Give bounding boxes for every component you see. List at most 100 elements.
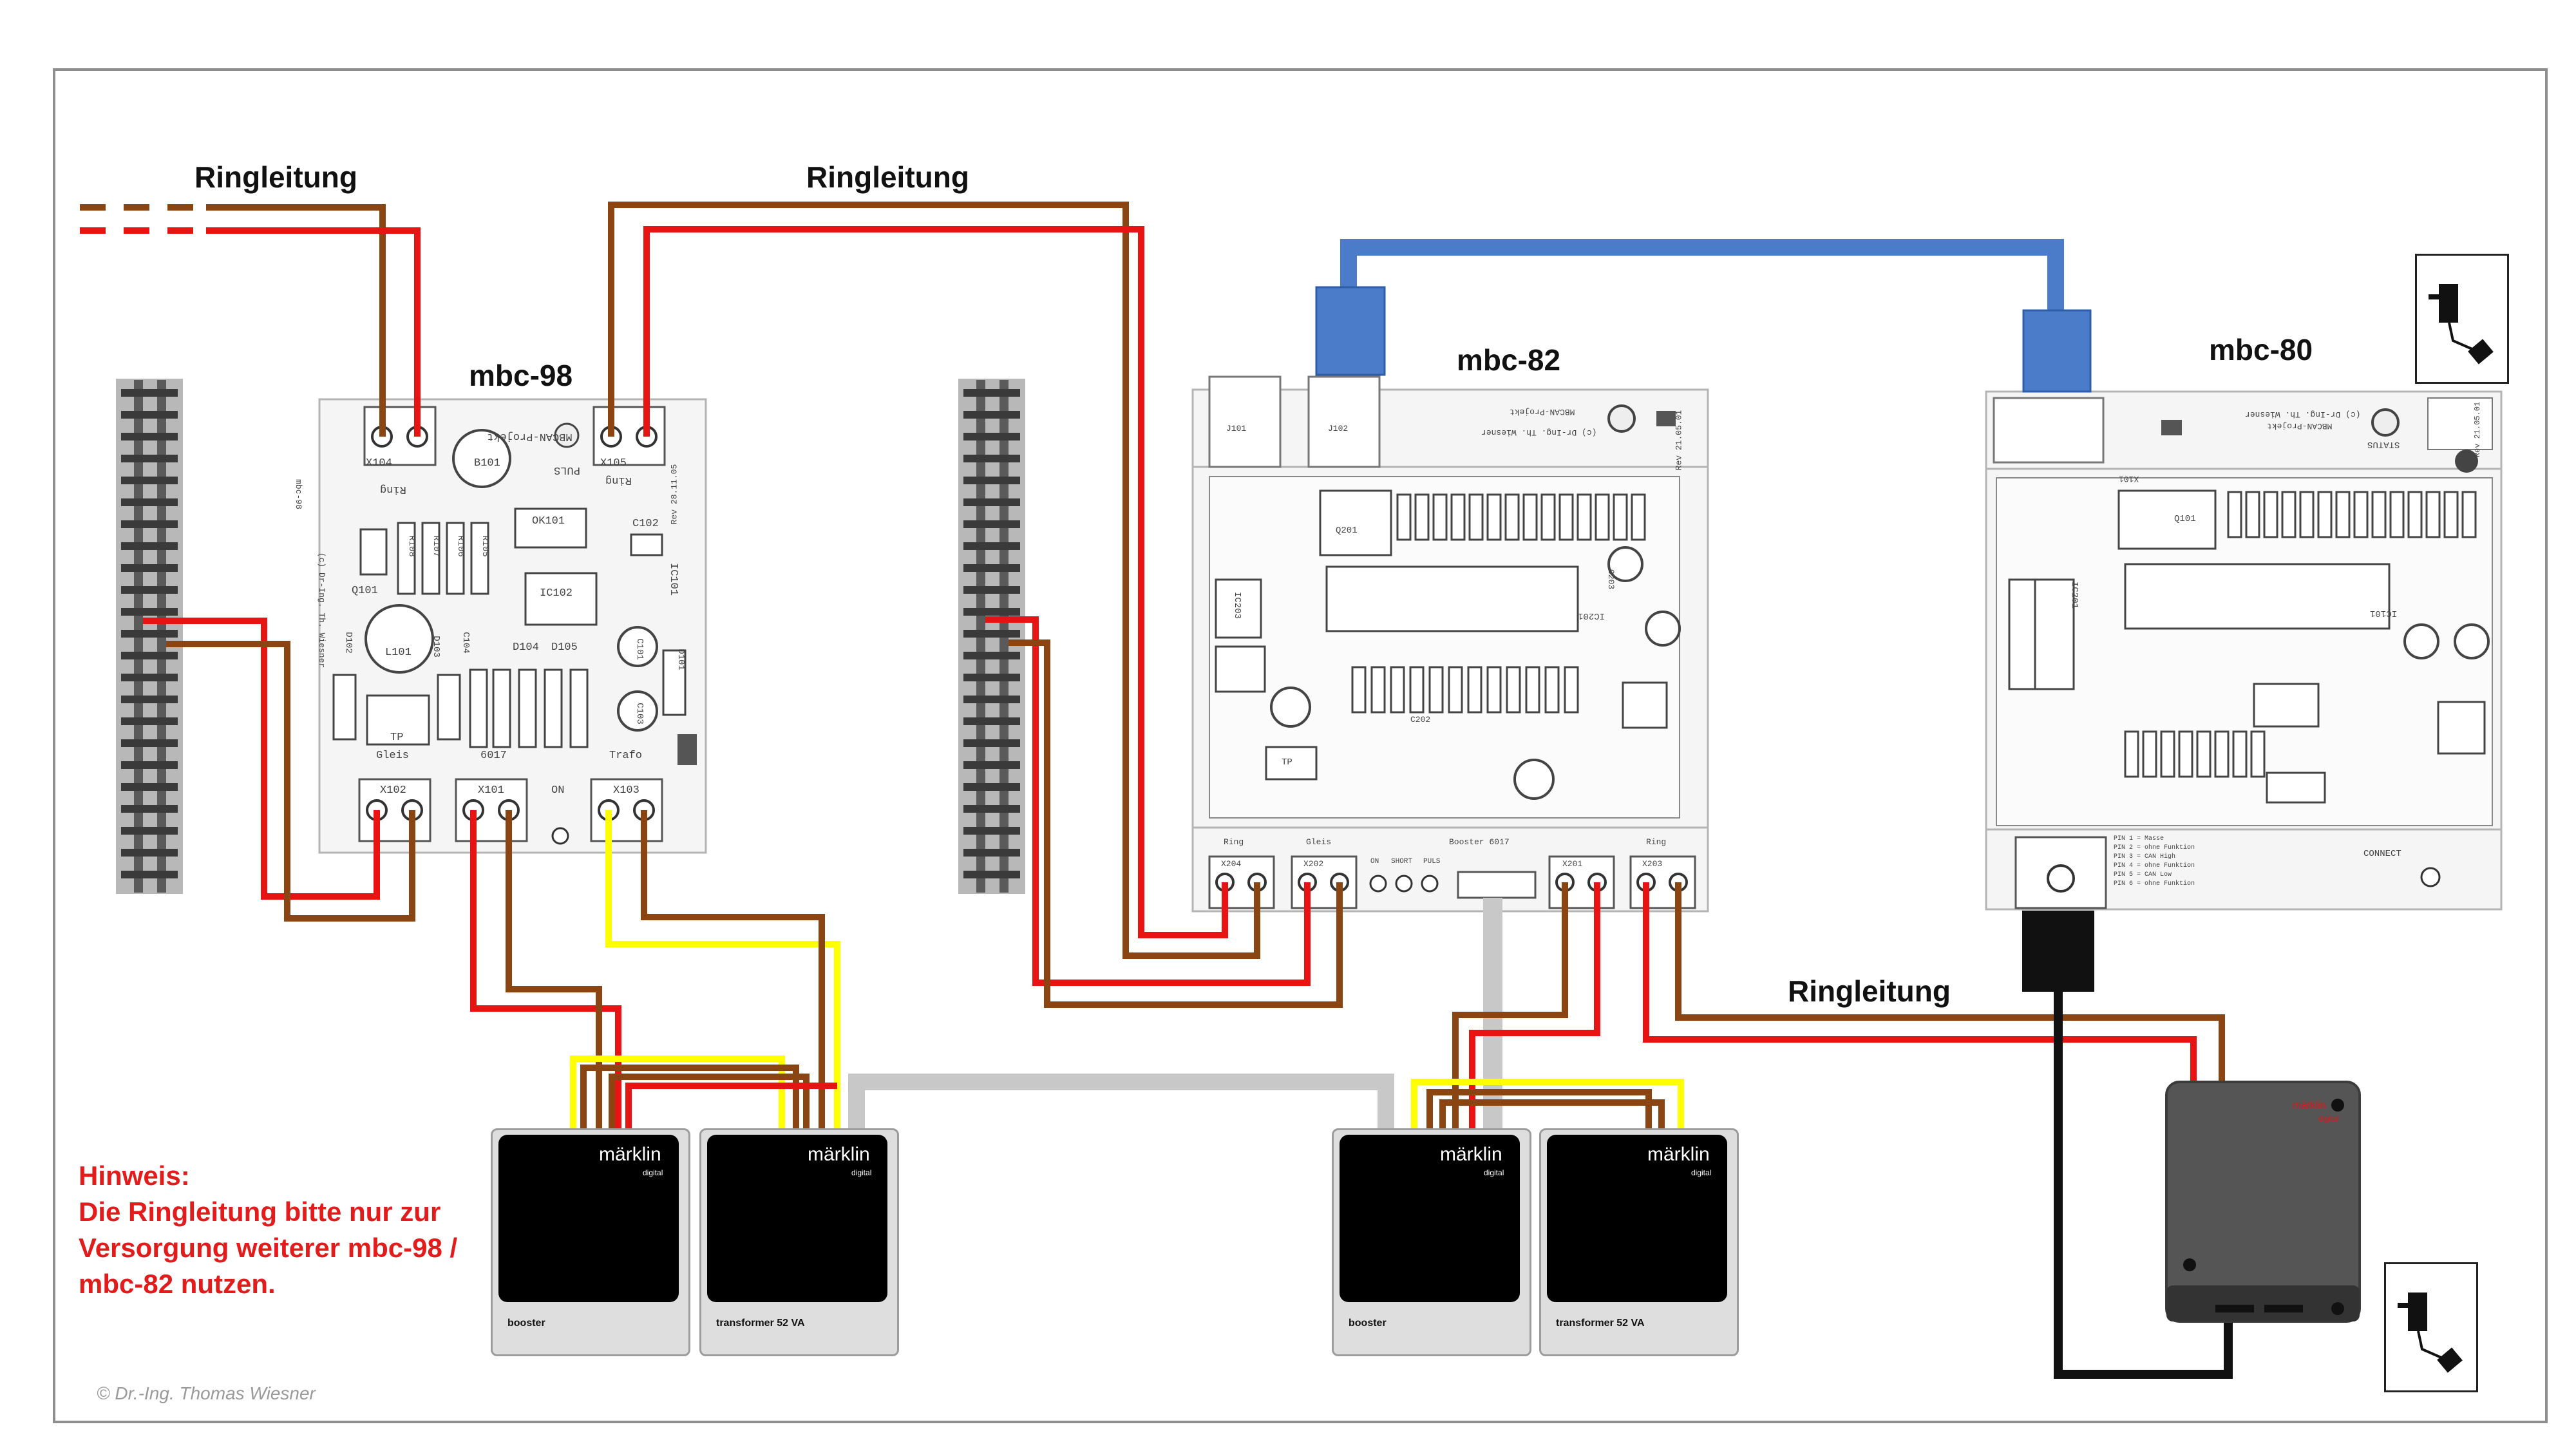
hint-line: Die Ringleitung bitte nur zur	[79, 1197, 441, 1227]
track-tie	[963, 433, 1020, 440]
track-tie	[963, 564, 1020, 572]
resistor	[1396, 493, 1412, 541]
pcb-label: X103	[613, 784, 639, 797]
track-tie	[963, 849, 1020, 857]
device-label: booster	[507, 1318, 545, 1329]
track-tie	[963, 498, 1020, 506]
pcb-label: MBCAN-Projekt	[1510, 407, 1575, 417]
device-label: transformer 52 VA	[1556, 1318, 1645, 1329]
resistor	[2407, 491, 2423, 538]
resistor	[2178, 730, 2193, 778]
resistor	[1525, 666, 1540, 714]
track-tie	[963, 674, 1020, 681]
pcb-label: X104	[366, 457, 392, 469]
transformer-right: märklin digital transformer 52 VA	[1539, 1128, 1739, 1356]
resistor	[2196, 730, 2211, 778]
pcb-label: ON	[551, 784, 565, 797]
pcb-label: D103	[430, 636, 441, 658]
pcb-label: R105	[479, 535, 490, 557]
pcb-label: IC203	[1232, 591, 1243, 620]
track-tie	[963, 455, 1020, 462]
resistor	[1467, 666, 1482, 714]
resistor	[1504, 493, 1520, 541]
pcb-label: Rev 28.11.05	[669, 464, 679, 525]
track-tie	[121, 783, 178, 791]
pcb-label: IC201	[2069, 581, 2080, 609]
resistor	[1486, 493, 1502, 541]
pcb-label: Q201	[1336, 526, 1358, 536]
pin-list: PIN 1 = Masse PIN 2 = ohne Funktion PIN …	[2114, 835, 2195, 889]
pcb-label: Ring	[605, 474, 632, 486]
resistor	[1613, 493, 1628, 541]
track-tie	[121, 739, 178, 747]
resistor	[2281, 491, 2297, 538]
track-tie	[963, 717, 1020, 725]
track-tie	[121, 849, 178, 857]
track-tie	[963, 827, 1020, 835]
pcb-label: MBCAN-Projekt	[2267, 421, 2333, 431]
mbc98-title: mbc-98	[469, 359, 573, 392]
track-tie	[121, 805, 178, 813]
brand-sub: digital	[1484, 1168, 1504, 1177]
pcb-label: (c) Dr-Ing. Th. Wiesner	[1481, 428, 1597, 437]
resistor	[2353, 491, 2369, 538]
resistor	[1558, 493, 1574, 541]
resistor	[1468, 493, 1484, 541]
track-tie	[963, 586, 1020, 594]
resistor	[1390, 666, 1405, 714]
resistor	[1522, 493, 1538, 541]
resistor	[2232, 730, 2248, 778]
pcb-label: B101	[474, 457, 500, 469]
brand-sub: digital	[643, 1168, 663, 1177]
pin-label: PIN 5 = CAN Low	[2114, 871, 2172, 878]
pcb-label: D104	[513, 641, 539, 654]
resistor	[1540, 493, 1556, 541]
pin-label: PIN 6 = ohne Funktion	[2114, 880, 2195, 887]
pcb-label: X101	[2119, 474, 2139, 484]
pcb-label: IC201	[1578, 611, 1605, 621]
pcb-label: Gleis	[376, 750, 410, 762]
track-tie	[963, 761, 1020, 769]
pcb-label: R108	[406, 535, 417, 557]
pcb-label: D105	[551, 641, 578, 654]
track-tie	[121, 586, 178, 594]
pcb-label: (c) Dr-Ing. Th. Wiesner	[2245, 410, 2361, 419]
pcb-label: Ring	[380, 483, 406, 495]
pcb-label: Rev 21.05.01	[1674, 410, 1684, 471]
track-tie	[121, 674, 178, 681]
pcb-label: Booster 6017	[1449, 837, 1510, 847]
pcb-label: L101	[385, 647, 412, 659]
pcb-label: IC101	[667, 562, 680, 596]
pin-label: PIN 2 = ohne Funktion	[2114, 844, 2195, 851]
hint-note: Hinweis: Die Ringleitung bitte nur zur V…	[79, 1158, 457, 1302]
pcb-label: IC102	[540, 587, 573, 600]
resistor	[2317, 491, 2333, 538]
pcb-label: STATUS	[2367, 439, 2400, 450]
resistor	[2142, 730, 2157, 778]
pcb-label: R107	[430, 535, 441, 557]
plug-adapter-top-icon	[2415, 254, 2509, 384]
booster-left: märklin digital booster	[491, 1128, 690, 1356]
resistor	[1450, 493, 1466, 541]
mbc82-board	[1191, 375, 1709, 913]
resistor	[1631, 493, 1646, 541]
pcb-label: Rev 21.05.01	[2473, 401, 2483, 458]
resistor	[1351, 666, 1367, 714]
brand-label: märklin	[808, 1144, 870, 1165]
pcb-label: C103	[634, 703, 645, 724]
track-tie	[121, 433, 178, 440]
psu-brand: märklin	[2293, 1100, 2326, 1111]
pcb-label: OK101	[532, 515, 565, 527]
track-tie	[121, 520, 178, 528]
pcb-label: D101	[675, 649, 686, 670]
track-tie	[121, 761, 178, 769]
track-tie	[121, 871, 178, 878]
pcb-label: Q101	[2174, 514, 2196, 524]
brand-label: märklin	[599, 1144, 661, 1165]
track-tie	[121, 564, 178, 572]
power-supply	[2165, 1081, 2361, 1323]
pcb-label: TP	[390, 732, 404, 744]
pin-label: PIN 3 = CAN High	[2114, 853, 2176, 860]
resistor	[2250, 730, 2266, 778]
pcb-label: J102	[1328, 424, 1349, 433]
